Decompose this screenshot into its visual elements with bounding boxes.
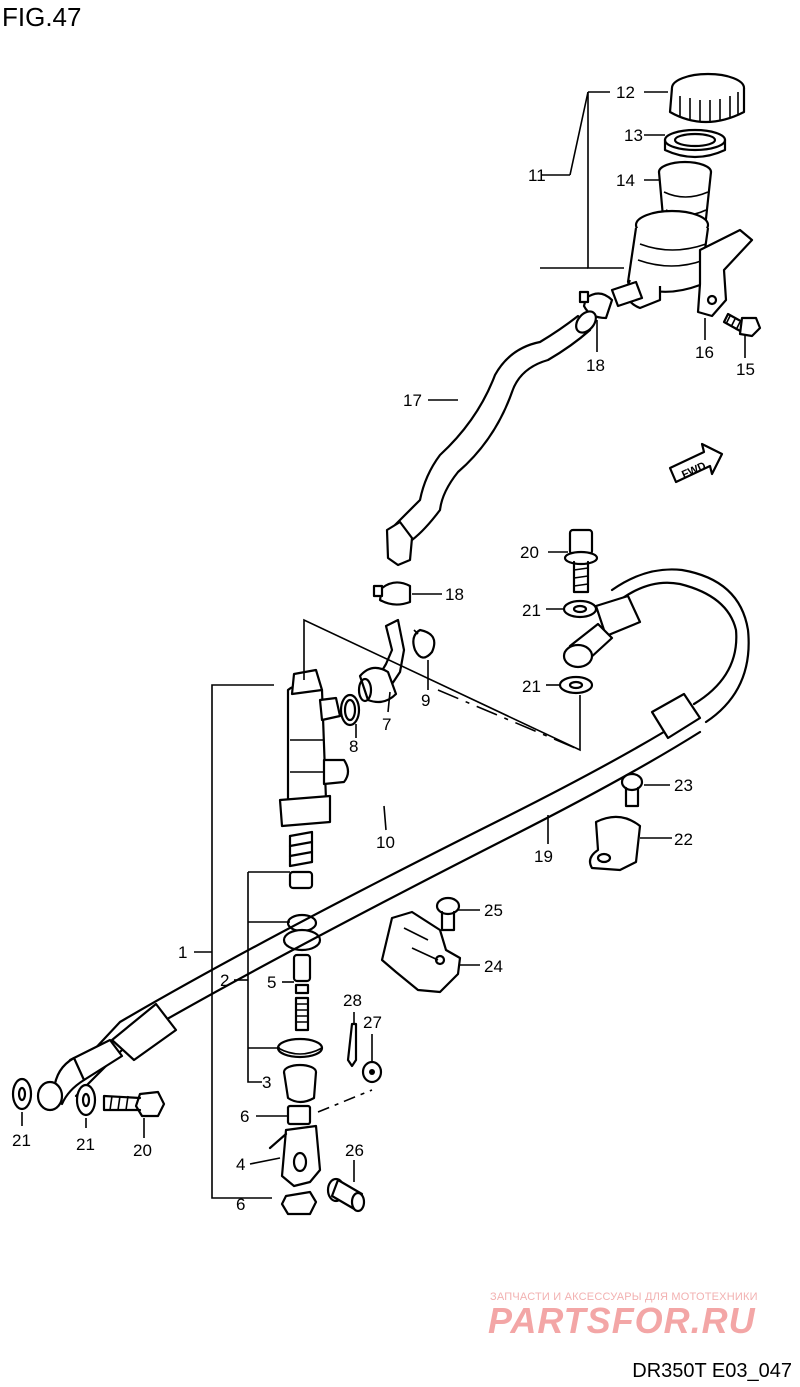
callout-6-lower: 6 xyxy=(236,1195,245,1214)
washer-upper-a xyxy=(562,599,598,619)
washer-lower-b xyxy=(75,1083,97,1117)
callout-17: 17 xyxy=(403,391,422,410)
callout-18-lower: 18 xyxy=(445,585,464,604)
watermark-logo: PARTSFOR.RU xyxy=(488,1300,756,1341)
brake-hose xyxy=(36,568,750,1112)
lock-nut-lower xyxy=(280,1190,318,1216)
clevis xyxy=(268,1124,322,1188)
callout-4: 4 xyxy=(236,1155,245,1174)
clevis-pin xyxy=(326,1177,366,1213)
callout-21-a: 21 xyxy=(522,601,541,620)
callout-23: 23 xyxy=(674,776,693,795)
callout-15: 15 xyxy=(736,360,755,379)
cotter-pin xyxy=(346,1022,358,1068)
callout-1: 1 xyxy=(178,943,187,962)
callout-22: 22 xyxy=(674,830,693,849)
callout-14: 14 xyxy=(616,171,635,190)
reservoir-cap xyxy=(668,72,746,123)
reservoir-bolt xyxy=(722,312,762,338)
push-rod xyxy=(292,953,312,1032)
callout-12: 12 xyxy=(616,83,635,102)
callout-8: 8 xyxy=(349,737,358,756)
callout-26: 26 xyxy=(345,1141,364,1160)
callout-6-upper: 6 xyxy=(240,1107,249,1126)
washer-small xyxy=(361,1060,383,1084)
callout-24: 24 xyxy=(484,957,503,976)
hose-joint xyxy=(357,618,406,704)
fwd-direction-badge: FWD xyxy=(668,442,724,484)
cap-seal xyxy=(663,128,727,159)
callout-27: 27 xyxy=(363,1013,382,1032)
callout-13: 13 xyxy=(624,126,643,145)
callout-21-d: 21 xyxy=(76,1135,95,1154)
reservoir-hose xyxy=(385,310,597,567)
callout-20-lower: 20 xyxy=(133,1141,152,1160)
callout-20-upper: 20 xyxy=(520,543,539,562)
union-bolt-upper xyxy=(563,528,599,594)
callout-21-c: 21 xyxy=(12,1131,31,1150)
clamp-screw xyxy=(620,772,644,808)
washer-upper-b xyxy=(558,675,594,695)
o-ring-small xyxy=(339,693,361,727)
hose-guide-bracket xyxy=(380,910,462,994)
master-cylinder xyxy=(278,668,350,828)
callout-19: 19 xyxy=(534,847,553,866)
callout-11: 11 xyxy=(528,166,546,185)
callout-7: 7 xyxy=(382,715,391,734)
boot xyxy=(276,1037,324,1059)
piston-spring xyxy=(288,830,314,868)
callout-5: 5 xyxy=(267,973,276,992)
piston-cup-primary xyxy=(288,870,314,890)
callout-10: 10 xyxy=(376,833,395,852)
watermark-tagline: ЗАПЧАСТИ И АКСЕССУАРЫ ДЛЯ МОТОТЕХНИКИ xyxy=(490,1291,758,1303)
forward-arrow-icon xyxy=(668,442,724,484)
callout-labels: 1 2 3 4 5 6 6 7 8 9 10 11 12 13 14 15 16… xyxy=(12,83,755,1214)
circlip xyxy=(412,628,436,659)
leader-lines xyxy=(21,91,746,1199)
dust-boot xyxy=(282,1063,318,1104)
union-bolt-lower xyxy=(102,1090,166,1118)
washer-lower-a xyxy=(11,1077,33,1111)
callout-9: 9 xyxy=(421,691,430,710)
diagram-code: DR350T E03_047 xyxy=(632,1360,792,1382)
callout-21-b: 21 xyxy=(522,677,541,696)
callout-25: 25 xyxy=(484,901,503,920)
hose-clamp-lower xyxy=(372,581,412,606)
reservoir-tank xyxy=(610,209,754,318)
figure-title: FIG.47 xyxy=(2,2,82,32)
hose-clamp-bracket xyxy=(588,815,642,872)
callout-2: 2 xyxy=(220,971,229,990)
callout-3: 3 xyxy=(262,1073,271,1092)
callout-18-upper: 18 xyxy=(586,356,605,375)
callout-28: 28 xyxy=(343,991,362,1010)
callout-16: 16 xyxy=(695,343,714,362)
lock-nut-upper xyxy=(286,1104,312,1126)
bracket-screw xyxy=(435,896,461,932)
